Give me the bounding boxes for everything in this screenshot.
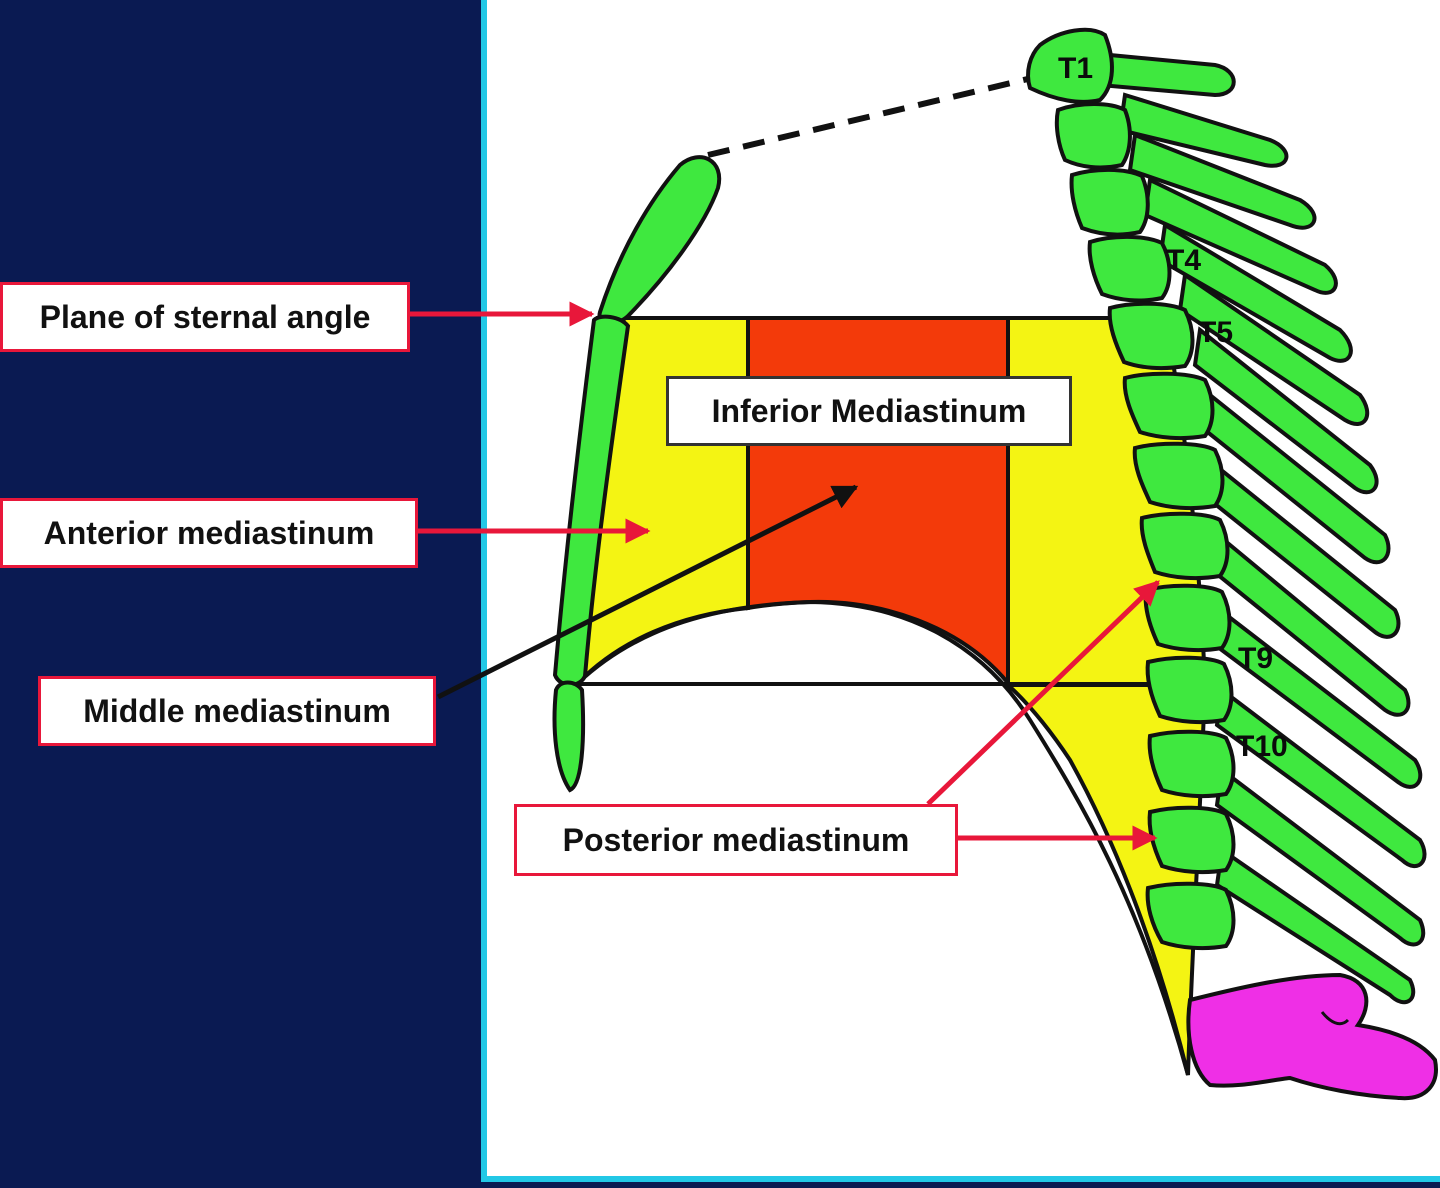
vertebra-label-t10: T10: [1236, 730, 1288, 763]
label-middle-mediastinum: Middle mediastinum: [38, 676, 436, 746]
vertebra-label-t9: T9: [1238, 642, 1273, 675]
vertebra-label-t4: T4: [1166, 244, 1201, 277]
thoracic-inlet-dashed-line: [707, 75, 1033, 158]
label-plane-of-sternal-angle: Plane of sternal angle: [0, 282, 410, 352]
manubrium-bone: [597, 155, 722, 325]
vertebral-column: [1026, 27, 1427, 1005]
sternum-body-bone: [552, 314, 631, 687]
posterior-arrow-upper: [926, 580, 1160, 806]
vertebra-label-t1: T1: [1058, 52, 1093, 85]
middle-arrow: [436, 484, 859, 700]
xiphoid-process-bone: [552, 680, 586, 793]
label-posterior-mediastinum: Posterior mediastinum: [514, 804, 958, 876]
diaphragm-dome: [576, 599, 1190, 1076]
sacrum-notch: [1320, 1011, 1350, 1026]
vertebra-label-t5: T5: [1198, 316, 1233, 349]
sacrum-bone: [1186, 972, 1438, 1101]
label-anterior-mediastinum: Anterior mediastinum: [0, 498, 418, 568]
label-inferior-mediastinum: Inferior Mediastinum: [666, 376, 1072, 446]
